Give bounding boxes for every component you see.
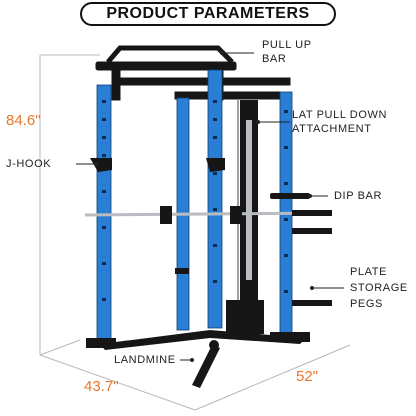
- lat-pull-down-label-line1: LAT PULL DOWN: [292, 109, 388, 121]
- lat-pull-down-label-line2: ATTACHMENT: [292, 123, 372, 135]
- pull-up-bar-label: PULL UP BAR: [262, 38, 312, 66]
- landmine-label: LANDMINE: [114, 354, 176, 366]
- lat-pull-down-label: LAT PULL DOWN ATTACHMENT: [292, 108, 387, 136]
- page-title: PRODUCT PARAMETERS: [106, 5, 310, 22]
- plate-storage-label-line1: PLATE: [350, 266, 388, 278]
- dip-bar-label: DIP BAR: [334, 190, 383, 202]
- plate-storage-label-line3: PEGS: [350, 298, 383, 310]
- plate-storage-label-line2: STORAGE: [350, 282, 408, 294]
- width-dimension: 43.7": [84, 378, 119, 395]
- pull-up-bar-label-line2: BAR: [262, 53, 287, 65]
- j-hook-label: J-HOOK: [6, 158, 52, 170]
- plate-storage-pegs-label: PLATE STORAGE PEGS: [350, 264, 408, 312]
- title-banner: PRODUCT PARAMETERS: [80, 2, 336, 26]
- pull-up-bar-label-line1: PULL UP: [262, 39, 312, 51]
- height-dimension: 84.6": [6, 112, 41, 129]
- depth-dimension: 52": [296, 368, 319, 385]
